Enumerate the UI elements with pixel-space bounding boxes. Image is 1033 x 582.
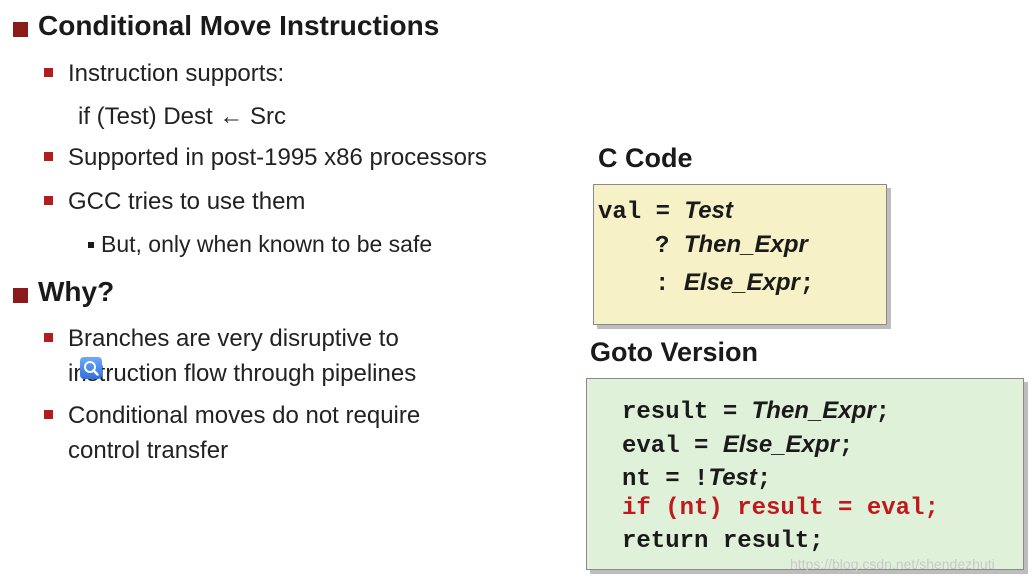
- goto-code-line1: result = Then_Expr;: [622, 397, 891, 426]
- goto-version-title: Goto Version: [590, 337, 759, 367]
- bullet-branches-line1: Branches are very disruptive to: [68, 325, 399, 352]
- bullet-cmov-line1: Conditional moves do not require: [68, 402, 421, 429]
- goto-code-box: result = Then_Expr; eval = Else_Expr; nt…: [586, 378, 1024, 570]
- sub-bullet-marker: [88, 242, 94, 248]
- goto-code-line2: eval = Else_Expr;: [622, 431, 854, 460]
- bullet-marker: [44, 152, 53, 161]
- goto-code-line5: return result;: [622, 528, 824, 555]
- sub-bullet-safe: But, only when known to be safe: [101, 231, 433, 257]
- instruction-syntax: if (Test) Dest ← Src: [78, 103, 287, 130]
- bullet-supported: Supported in post-1995 x86 processors: [68, 144, 487, 171]
- search-icon[interactable]: [80, 357, 102, 379]
- watermark: https://blog.csdn.net/shendezhuti: [790, 556, 995, 572]
- heading-why: Why?: [38, 276, 115, 307]
- bullet-marker: [44, 333, 53, 342]
- goto-code-line4: if (nt) result = eval;: [622, 495, 939, 522]
- bullet-instruction-supports: Instruction supports:: [68, 60, 285, 87]
- c-code-title: C Code: [598, 143, 693, 173]
- c-code-line1: val = Test: [598, 197, 733, 226]
- c-code-box: val = Test ? Then_Expr : Else_Expr;: [593, 184, 887, 325]
- goto-code-line3: nt = !Test;: [622, 464, 772, 493]
- bullet-gcc: GCC tries to use them: [68, 188, 306, 215]
- heading-conditional-move: Conditional Move Instructions: [38, 10, 440, 41]
- bullet-marker: [44, 68, 53, 77]
- bullet-cmov-line2: control transfer: [68, 437, 229, 464]
- heading-bullet: [13, 22, 28, 37]
- bullet-marker: [44, 196, 53, 205]
- c-code-line2: ? Then_Expr: [655, 231, 808, 260]
- bullet-marker: [44, 410, 53, 419]
- c-code-line3: : Else_Expr;: [655, 269, 815, 298]
- heading-bullet: [13, 288, 28, 303]
- bullet-branches-line2: instruction flow through pipelines: [68, 360, 417, 387]
